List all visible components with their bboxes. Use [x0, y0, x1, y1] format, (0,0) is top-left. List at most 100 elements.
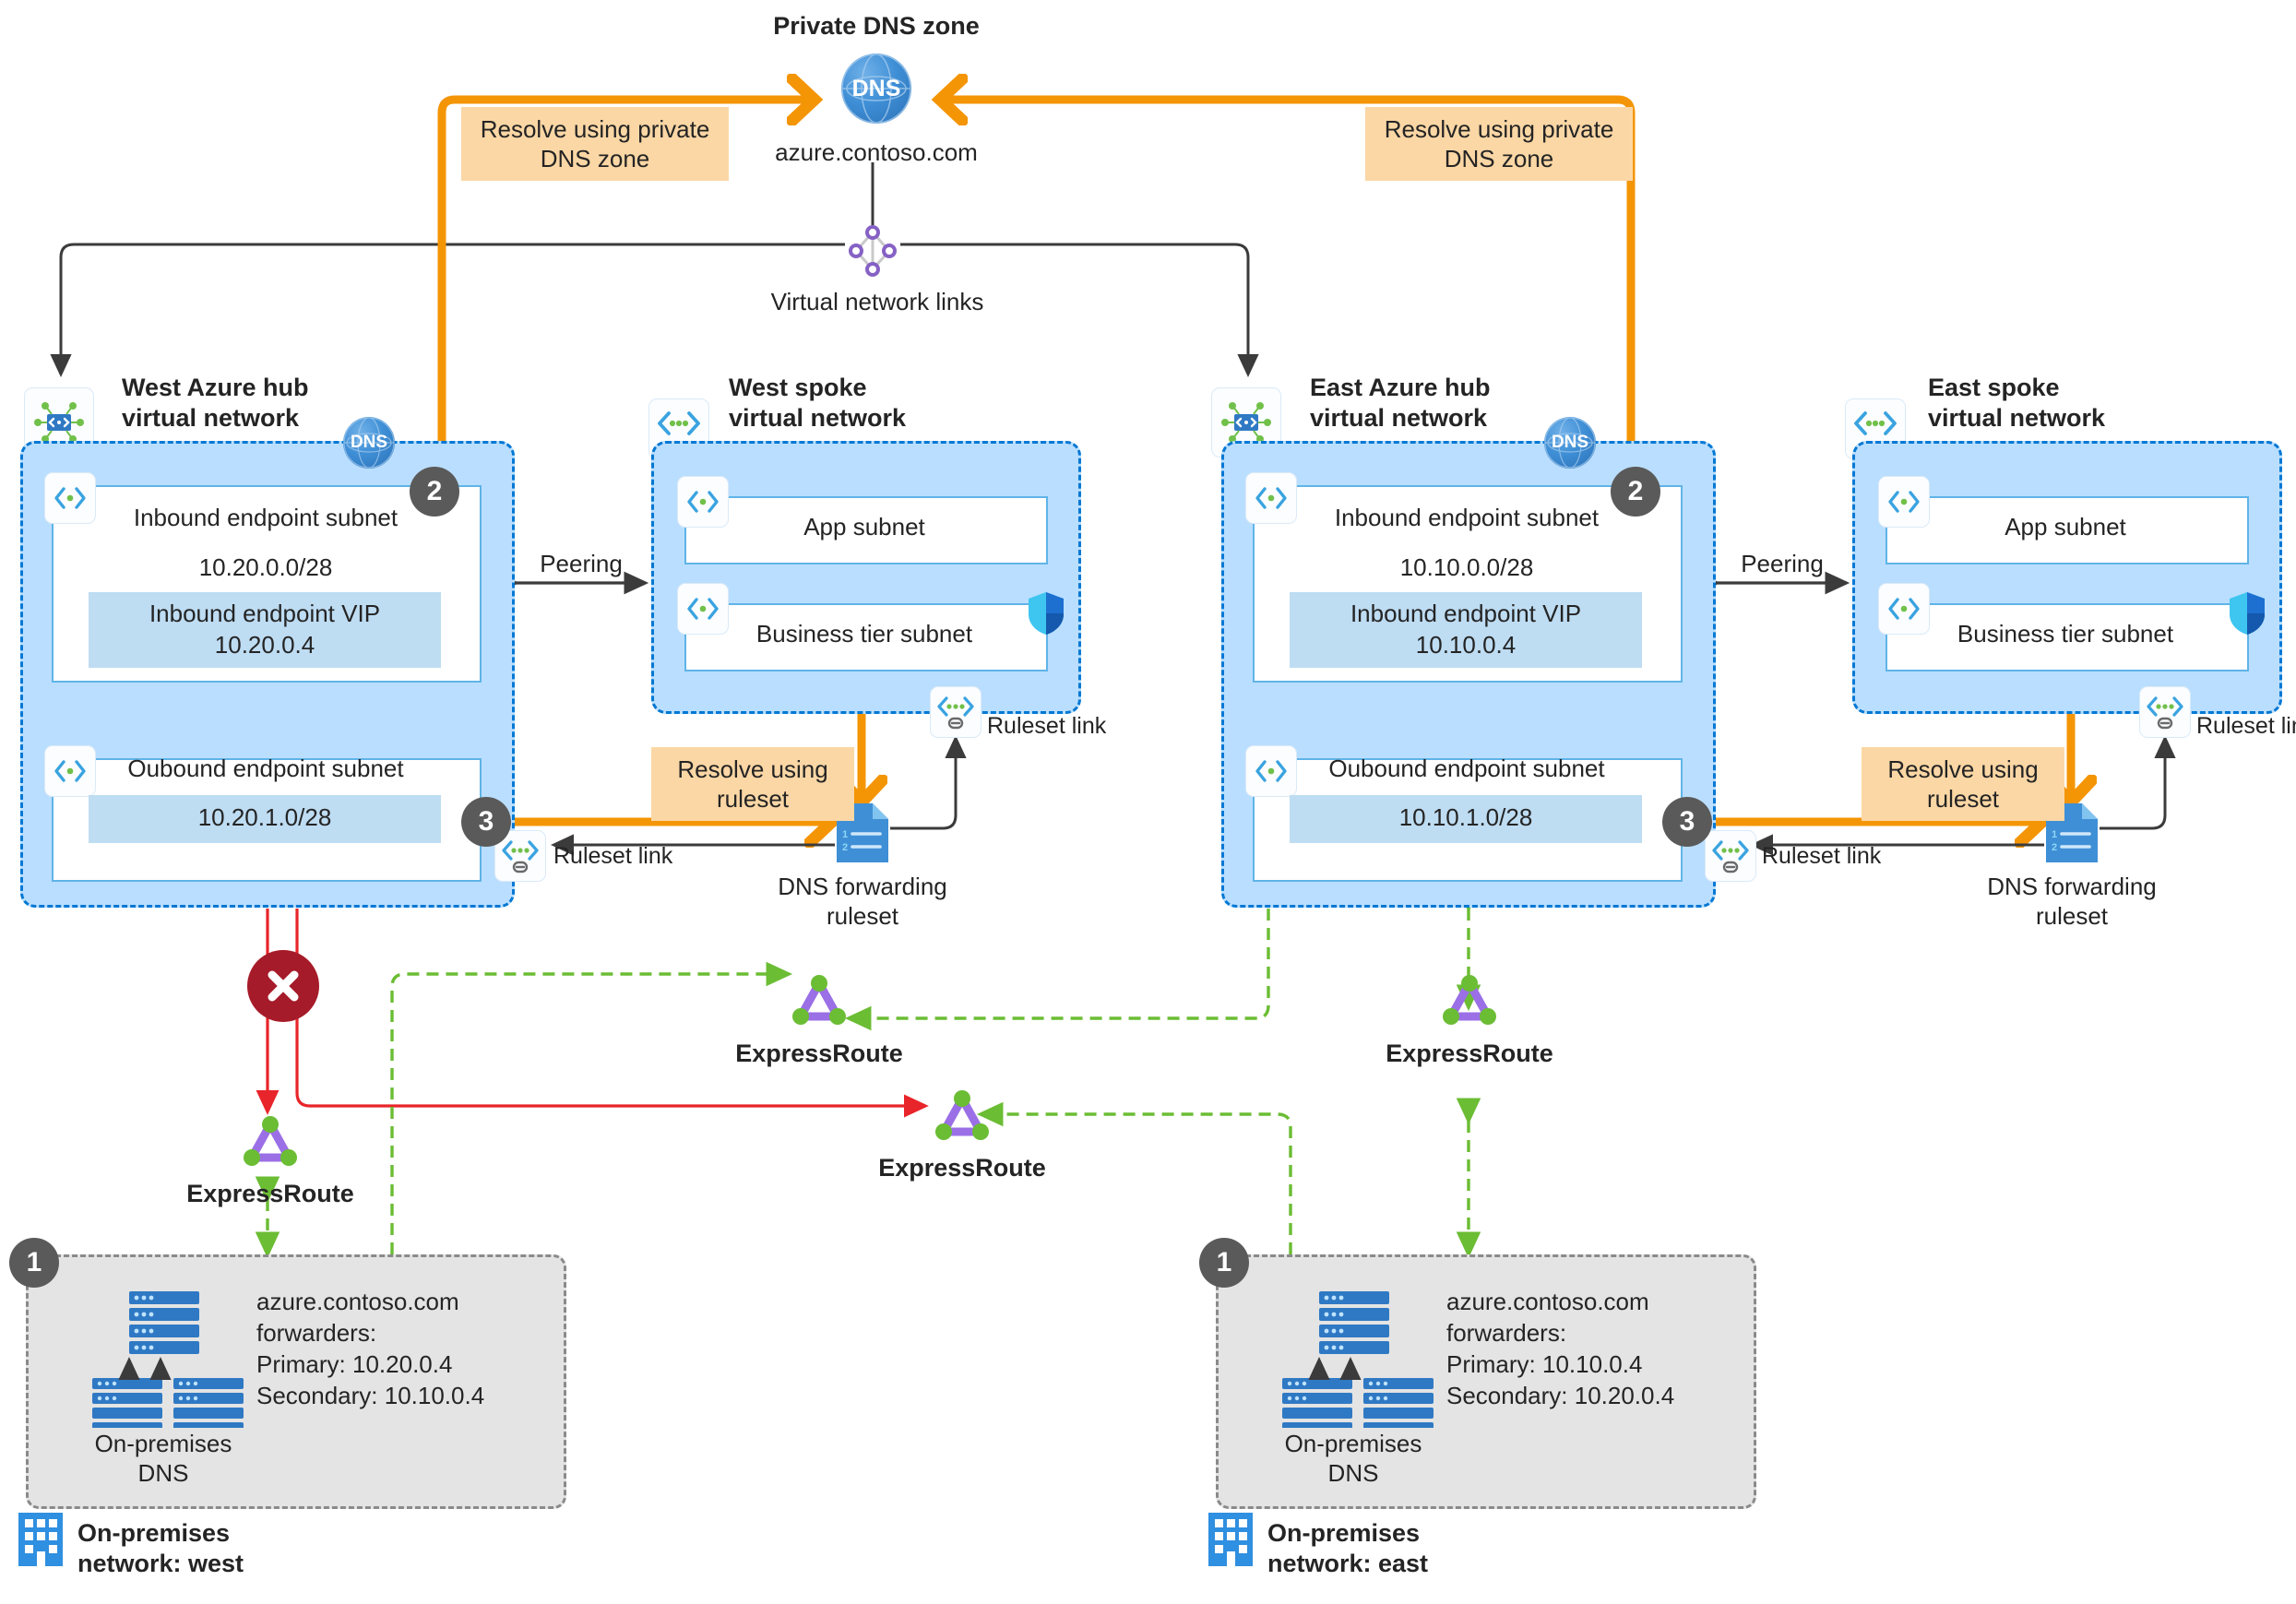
west-hub-outbound-subnet-icon	[44, 745, 96, 797]
onprem-east-forwarder-primary: Primary: 10.10.0.4	[1446, 1350, 1643, 1378]
private-dns-zone-heading: Private DNS zone	[773, 12, 980, 40]
west-hub-step-3: 3	[461, 797, 511, 847]
onprem-west-network-label: On-premises network: west	[77, 1519, 244, 1577]
orange-flow-west-dns	[437, 100, 813, 498]
onprem-east-step-1: 1	[1199, 1238, 1249, 1288]
orange-flow-west-ruleset	[484, 702, 862, 822]
east-hub-step-3: 3	[1662, 797, 1712, 847]
east-hub-outbound-subnet-label: Oubound endpoint subnet	[1328, 754, 1605, 782]
peering-label-east: Peering	[1741, 550, 1824, 577]
west-dns-forwarding-ruleset-label: DNS forwarding ruleset	[778, 873, 947, 930]
onprem-west-forwarders-zone: azure.contoso.com	[256, 1288, 459, 1315]
east-hub-inbound-vip-box	[1290, 592, 1642, 668]
expressroute-icon-west-left	[238, 1114, 303, 1171]
callout-resolve-private-dns-east: Resolve using private DNS zone	[1365, 107, 1633, 181]
west-hub-inbound-vip-ip: 10.20.0.4	[214, 631, 315, 659]
west-spoke-app-subnet	[684, 496, 1048, 564]
onprem-west-dns-label: On-premises DNS	[94, 1430, 232, 1487]
east-spoke-shield-icon	[2227, 590, 2267, 636]
onprem-east-region	[1216, 1254, 1756, 1509]
virtual-network-links-icon	[843, 221, 902, 280]
west-hub-inbound-vip-box	[89, 592, 441, 668]
east-hub-outbound-cidr: 10.10.1.0/28	[1398, 803, 1533, 831]
east-spoke-business-subnet	[1886, 603, 2249, 671]
west-hub-dns-badge: DNS	[343, 417, 395, 469]
onprem-east-forwarder-secondary: Secondary: 10.20.0.4	[1446, 1382, 1675, 1409]
east-spoke-app-subnet-label: App subnet	[2005, 513, 2126, 541]
east-spoke-app-subnet	[1886, 496, 2249, 564]
east-hub-outbound-subnet-icon	[1245, 745, 1297, 797]
onprem-east-building-icon	[1207, 1511, 1255, 1568]
east-hub-dns-badge: DNS	[1544, 417, 1596, 469]
expressroute-icon-west-middle	[787, 973, 851, 1030]
east-spoke-business-subnet-icon	[1878, 583, 1930, 635]
west-spoke-ruleset-link-icon	[930, 686, 981, 738]
svg-text:2: 2	[2052, 842, 2057, 853]
private-dns-zone-name: azure.contoso.com	[775, 138, 978, 166]
east-hub-step-2: 2	[1611, 467, 1660, 517]
west-spoke-shield-icon	[1026, 590, 1066, 636]
onprem-west-forwarder-primary: Primary: 10.20.0.4	[256, 1350, 453, 1378]
onprem-west-step-1: 1	[9, 1238, 59, 1288]
west-hub-dns-badge-label: DNS	[350, 433, 388, 452]
west-hub-inbound-cidr: 10.20.0.0/28	[198, 553, 333, 581]
vnet-links-connectors	[50, 162, 1259, 377]
east-spoke-ruleset-link-icon	[2139, 686, 2191, 738]
expressroute-green-links	[255, 885, 1481, 1277]
expressroute-label-west-middle: ExpressRoute	[735, 1040, 903, 1067]
east-hub-ruleset-link-label: Ruleset link	[1762, 843, 1882, 869]
expressroute-icon-lower-middle	[930, 1088, 994, 1146]
east-hub-inbound-subnet-label: Inbound endpoint subnet	[1334, 504, 1600, 531]
east-hub-inbound-cidr: 10.10.0.0/28	[1399, 553, 1534, 581]
east-spoke-app-subnet-icon	[1878, 476, 1930, 528]
onprem-west-dns-servers-icon	[72, 1289, 256, 1433]
onprem-west-building-icon	[17, 1511, 65, 1568]
dns-globe-label: DNS	[851, 75, 901, 101]
east-hub-inbound-vip-label: Inbound endpoint VIP	[1350, 600, 1582, 627]
onprem-east-dns-servers-icon	[1262, 1289, 1446, 1433]
svg-text:2: 2	[842, 842, 848, 853]
dns-globe-icon: DNS	[841, 53, 911, 124]
west-spoke-business-subnet	[684, 603, 1048, 671]
east-spoke-ruleset-link-label: Ruleset link	[2196, 713, 2296, 739]
west-spoke-app-subnet-icon	[677, 476, 729, 528]
east-spoke-business-subnet-label: Business tier subnet	[1957, 620, 2174, 648]
west-spoke-app-subnet-label: App subnet	[803, 513, 925, 541]
west-spoke-title: West spoke virtual network	[729, 374, 907, 432]
east-hub-dns-badge-label: DNS	[1551, 433, 1589, 452]
callout-resolve-ruleset-east: Resolve using ruleset	[1862, 747, 2064, 821]
svg-text:1: 1	[2052, 829, 2057, 840]
west-hub-inbound-subnet-icon	[44, 472, 96, 524]
east-hub-outbound-cidr-box	[1290, 795, 1642, 843]
west-hub-inbound-vip-label: Inbound endpoint VIP	[149, 600, 381, 627]
expressroute-label-lower-middle: ExpressRoute	[878, 1154, 1046, 1182]
svg-text:1: 1	[842, 829, 848, 840]
callout-resolve-ruleset-west: Resolve using ruleset	[651, 747, 854, 821]
east-dns-forwarding-ruleset-label: DNS forwarding ruleset	[1987, 873, 2157, 930]
onprem-east-dns-label: On-premises DNS	[1284, 1430, 1422, 1487]
west-hub-outbound-cidr: 10.20.1.0/28	[197, 803, 332, 831]
west-hub-outbound-cidr-box	[89, 795, 441, 843]
onprem-east-network-label: On-premises network: east	[1267, 1519, 1429, 1577]
east-hub-ruleset-link-icon	[1705, 830, 1756, 882]
east-hub-inbound-subnet-icon	[1245, 472, 1297, 524]
expressroute-icon-east-middle	[1437, 973, 1502, 1030]
east-hub-inbound-vip-ip: 10.10.0.4	[1415, 631, 1517, 659]
west-hub-title: West Azure hub virtual network	[122, 374, 309, 432]
onprem-west-forwarders-sub: forwarders:	[256, 1319, 377, 1347]
west-hub-ruleset-link-label: Ruleset link	[553, 843, 673, 869]
east-spoke-ruleset-link-connector	[2100, 735, 2176, 830]
peering-label-west: Peering	[540, 550, 623, 577]
orange-flow-east-ruleset	[1681, 702, 2071, 822]
west-spoke-business-subnet-label: Business tier subnet	[755, 620, 973, 648]
west-spoke-business-subnet-icon	[677, 583, 729, 635]
west-hub-outbound-subnet-label: Oubound endpoint subnet	[127, 754, 404, 782]
blocked-x-icon	[247, 950, 319, 1022]
expressroute-label-west-left: ExpressRoute	[186, 1180, 354, 1207]
east-hub-title: East Azure hub virtual network	[1310, 374, 1491, 432]
expressroute-label-east-middle: ExpressRoute	[1386, 1040, 1553, 1067]
virtual-network-links-label: Virtual network links	[770, 288, 984, 315]
onprem-east-forwarders-zone: azure.contoso.com	[1446, 1288, 1649, 1315]
onprem-east-forwarders-sub: forwarders:	[1446, 1319, 1567, 1347]
